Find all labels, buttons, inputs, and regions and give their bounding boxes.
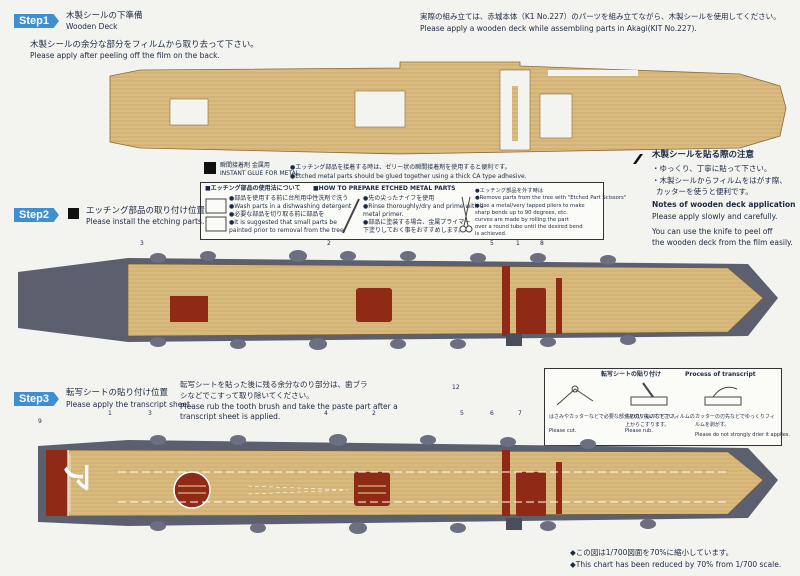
step1-assembly-jp: 実際の組み立ては、赤城本体（K1 No.227）のパーツを組み立てながら、木製シ…: [420, 12, 781, 21]
callout-step3-3: 4: [324, 410, 328, 417]
etch-col1-4: painted prior to removal from the tree.: [229, 227, 346, 234]
etch-col3-4: curves are made by rolling the part: [475, 217, 569, 223]
step2-title-jp: エッチング部品の取り付け位置: [86, 206, 206, 216]
callout-step3-0: 9: [38, 418, 42, 425]
etch-col2-4: 下塗りしておく事をおすすめします。: [363, 227, 465, 234]
notes-line1-jp: ・ゆっくり、丁寧に貼って下さい。: [652, 164, 772, 173]
step3-title-en: Please apply the transcript sheet.: [66, 400, 193, 409]
step1-note-jp: 木製シールの余分な部分をフィルムから取り去って下さい。: [30, 40, 259, 50]
glue-line2-jp: ●エッチング部品を接着する時は、ゼリー状の瞬間接着剤を使用すると便利です。: [290, 164, 511, 171]
notes-title-en: Notes of wooden deck application: [652, 200, 796, 209]
notes-line3-en: the wooden deck from the film easily.: [652, 238, 793, 247]
callout-step3-2: 3: [148, 410, 152, 417]
transcript-step3-jp: カッターの刃先などでゆっくりフィルムを剥がす。: [695, 414, 775, 428]
etch-title-jp: ■エッチング部品の使用法について: [205, 185, 301, 192]
glue-line2-en: ●Etched metal parts should be glued toge…: [290, 173, 527, 180]
transcript-step2-en: Please rub.: [625, 428, 653, 434]
glue-line1-jp: 瞬間接着剤 金属用: [220, 162, 270, 169]
etch-col3-0: ●エッチング部品を外す時は: [475, 188, 544, 194]
knife-icon: [632, 150, 644, 164]
scissors-illustration: [459, 196, 473, 233]
transcript-title-jp: 転写シートの貼り付け: [601, 371, 662, 378]
scale-note-jp: ◆この図は1/700図面を70%に縮小しています。: [570, 548, 734, 557]
transcript-process-box: 転写シートの貼り付け Process of transcript はさみやカッタ…: [544, 368, 790, 446]
step3-note-jp2: シなどでこすって取り除いてください。: [180, 391, 314, 400]
etch-col3-1: ●Remove parts from the tree with "Etched…: [475, 195, 627, 201]
step3-note-jp1: 転写シートを貼った後に残る余分なのり部分は、歯ブラ: [180, 380, 368, 389]
etch-col2-2: metal primer.: [363, 211, 404, 218]
callout-step3-5: 5: [460, 410, 464, 417]
callout-step2-4: 8: [540, 240, 544, 247]
etch-col3-3: sharp bends up to 90 degrees, etc.: [475, 210, 568, 216]
etch-col1-3: ●It is suggested that small parts be: [229, 219, 337, 226]
step1-title-jp: 木製シールの下準備: [66, 11, 143, 21]
etch-title-en: ■HOW TO PREPARE ETCHED METAL PARTS: [313, 185, 456, 192]
etch-col1-2: ●必要な部品を切り取る前に部品を: [229, 211, 325, 218]
etch-col1-0: ●部品を使用する前に台所用中性洗剤で洗う: [229, 195, 349, 202]
etch-col3-2: ●Use a metal/very tapped pliers to make: [475, 203, 585, 209]
notes-title-jp: 木製シールを貼る際の注意: [652, 150, 755, 160]
transcript-step1-jp: はさみやカッターなどで必要な部分を切り抜いて下さい。: [549, 414, 679, 420]
step2-badge: Step2: [14, 208, 59, 222]
callout-step2-3: 1: [516, 240, 520, 247]
scale-note-en: ◆This chart has been reduced by 70% from…: [570, 560, 782, 569]
etch-col1-1: ●Wash parts in a dishwashing detergent: [229, 203, 352, 210]
transcript-step3-en: Please do not strongly drier it applies.: [695, 432, 791, 438]
cut-illustration: [556, 385, 594, 406]
step1-title-en: Wooden Deck: [66, 22, 118, 31]
step1-badge: Step1: [14, 14, 59, 28]
step3-note-en2: transcript sheet is applied.: [180, 412, 281, 421]
step1-assembly-en: Please apply a wooden deck while assembl…: [420, 24, 697, 33]
etching-diamond-icon: [68, 208, 79, 219]
step2-title-en: Please install the etching parts.: [86, 217, 205, 226]
knife-illustration: [342, 198, 360, 234]
glue-line1-en: INSTANT GLUE FOR METAL: [220, 170, 300, 177]
deck-identification-letter: ア: [58, 462, 93, 492]
glue-tube-icon: [204, 162, 216, 174]
etch-col2-1: ●Rinse thoroughly/dry and prime with a: [363, 203, 484, 210]
callout-step3-4: 2: [372, 410, 376, 417]
notes-line3-jp: カッターを使うと便利です。: [656, 187, 753, 196]
callout-step2-5: 12: [452, 384, 460, 391]
wash-parts-illustration: [205, 198, 227, 232]
etch-col2-0: ●先の尖ったナイフを使用: [363, 195, 435, 202]
transcript-step1-en: Please cut.: [549, 428, 577, 434]
callout-step2-0: 3: [140, 240, 144, 247]
step3-title-jp: 転写シートの貼り付け位置: [66, 388, 169, 398]
etch-col2-3: ●部品に塗装する場合、金属プライマー: [363, 219, 471, 226]
etch-col3-5: over a round tube until the desired bend: [475, 224, 583, 230]
rub-illustration: [630, 382, 668, 406]
callout-step3-1: 1: [108, 410, 112, 417]
wooden-deck-sheet: [109, 61, 787, 155]
transcript-title-en: Process of transcript: [685, 371, 756, 378]
step1-note-en: Please apply after peeling off the film …: [30, 51, 220, 60]
callout-step2-1: 2: [327, 240, 331, 247]
peel-illustration: [704, 386, 742, 406]
notes-line1-en: Please apply slowly and carefully.: [652, 212, 778, 221]
callout-step2-2: 5: [490, 240, 494, 247]
etch-col3-6: is achieved.: [475, 231, 507, 237]
step3-badge: Step3: [14, 392, 59, 406]
step3-note-en1: Please rub the tooth brush and take the …: [180, 402, 398, 411]
notes-line2-jp: ・木製シールからフィルムをはがす際、: [652, 176, 787, 185]
callout-step3-7: 7: [518, 410, 522, 417]
notes-line2-en: You can use the knife to peel off: [652, 227, 773, 236]
step2-carrier-deck: [18, 250, 778, 350]
step3-carrier-deck: [38, 434, 778, 534]
transcript-step2-jp: 先の丸いものなどでフィルムの上からこすります。: [625, 414, 695, 428]
etched-parts-box: ■エッチング部品の使用法について ■HOW TO PREPARE ETCHED …: [200, 182, 626, 240]
callout-step3-6: 6: [490, 410, 494, 417]
